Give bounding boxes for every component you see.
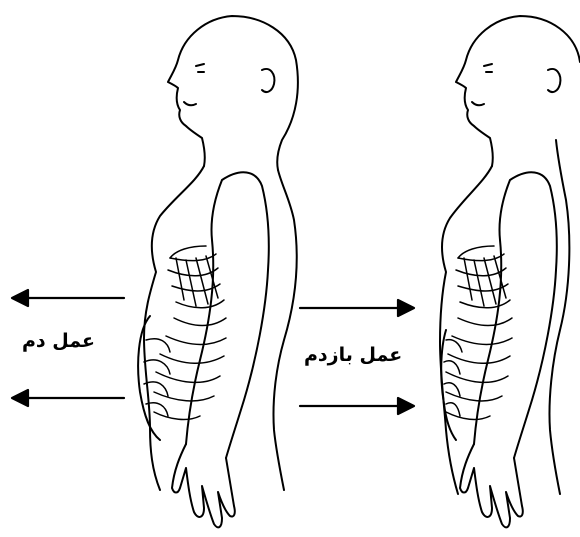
- arm-outline: [474, 172, 557, 458]
- head-outline: [456, 16, 580, 166]
- mouth: [184, 102, 196, 105]
- label-inhale: عمل دم: [22, 330, 95, 352]
- front-outline: [144, 166, 204, 490]
- arrow-left-bottom-head: [12, 390, 28, 406]
- arrow-left-top-head: [12, 290, 28, 306]
- arm-outline: [186, 172, 269, 458]
- head-outline: [168, 16, 298, 170]
- figure-inhale: [138, 16, 298, 527]
- arrow-right-top-head: [398, 300, 414, 316]
- eye: [484, 64, 492, 72]
- mouth: [472, 102, 484, 105]
- label-exhale: عمل بازدم: [304, 344, 402, 366]
- hand: [172, 444, 235, 527]
- figure-exhale: [440, 16, 580, 527]
- arrow-right-bottom-head: [398, 398, 414, 414]
- front-outline: [440, 166, 492, 494]
- ear: [262, 69, 274, 92]
- hand: [460, 444, 523, 527]
- eye: [196, 64, 204, 72]
- ear: [548, 69, 560, 92]
- back-outline: [273, 170, 296, 490]
